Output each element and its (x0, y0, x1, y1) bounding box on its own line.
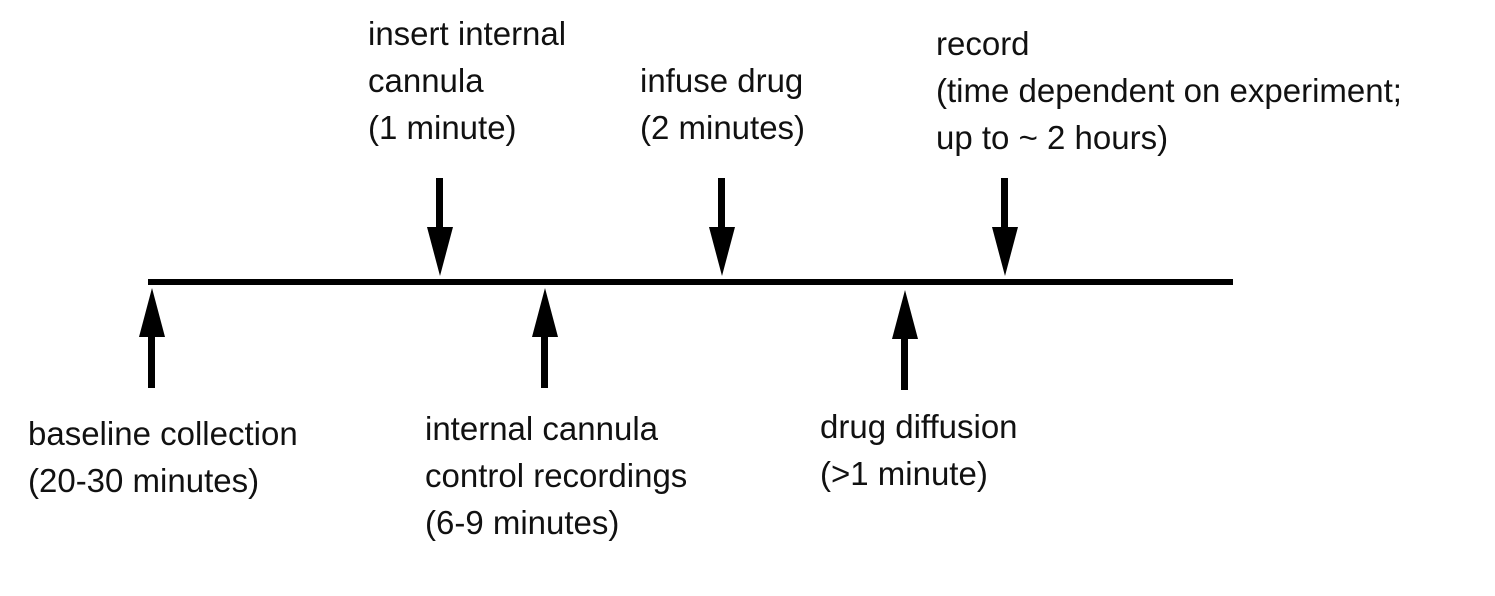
arrow-shaft (1001, 178, 1008, 227)
arrow-head (426, 227, 453, 276)
event-label-line: record (936, 25, 1030, 62)
arrow-up-icon (891, 290, 918, 390)
arrow-shaft (436, 178, 443, 227)
timeline-axis (148, 279, 1233, 285)
event-label-infuse-drug: infuse drug (2 minutes) (640, 57, 805, 151)
arrow-shaft (148, 337, 155, 388)
event-label-line: drug diffusion (820, 408, 1018, 445)
event-label-line: cannula (368, 62, 484, 99)
event-label-line: insert internal (368, 15, 567, 52)
event-label-line: (20-30 minutes) (28, 462, 260, 499)
arrow-up-icon (531, 288, 558, 388)
arrow-head (708, 227, 735, 276)
event-label-line: control recordings (425, 457, 688, 494)
arrow-up-icon (138, 288, 165, 388)
arrow-down-icon (426, 178, 453, 276)
arrow-shaft (541, 337, 548, 388)
event-label-line: internal cannula (425, 410, 658, 447)
arrow-shaft (718, 178, 725, 227)
event-label-line: infuse drug (640, 62, 804, 99)
arrow-down-icon (991, 178, 1018, 276)
event-label-line: (6-9 minutes) (425, 504, 620, 541)
event-label-insert-internal-cannula: insert internal cannula (1 minute) (368, 10, 566, 151)
event-label-line: up to ~ 2 hours) (936, 119, 1169, 156)
event-label-line: (time dependent on experiment; (936, 72, 1402, 109)
arrow-head (991, 227, 1018, 276)
event-label-drug-diffusion: drug diffusion (>1 minute) (820, 403, 1018, 497)
arrow-head (891, 290, 918, 339)
arrow-head (138, 288, 165, 337)
event-label-line: (2 minutes) (640, 109, 806, 146)
arrow-down-icon (708, 178, 735, 276)
event-label-internal-cannula-control-recordings: internal cannula control recordings (6-9… (425, 405, 687, 546)
arrow-head (531, 288, 558, 337)
event-label-baseline-collection: baseline collection (20-30 minutes) (28, 410, 298, 504)
event-label-record: record (time dependent on experiment; up… (936, 20, 1402, 161)
event-label-line: (>1 minute) (820, 455, 988, 492)
arrow-shaft (901, 339, 908, 390)
event-label-line: (1 minute) (368, 109, 517, 146)
event-label-line: baseline collection (28, 415, 298, 452)
